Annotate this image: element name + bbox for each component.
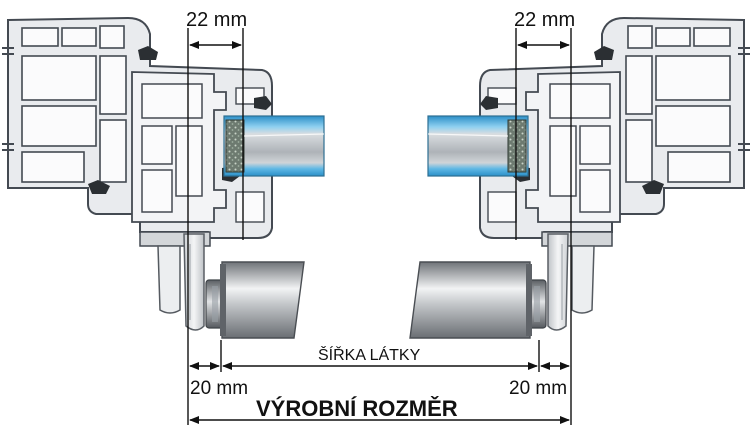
left-roller (205, 261, 305, 339)
bottom-right-dim-label: 20 mm (509, 378, 567, 399)
top-left-dim-label: 22 mm (186, 9, 247, 31)
top-right-dim-label: 22 mm (514, 9, 575, 31)
dimension-lines (187, 28, 572, 425)
right-roller (409, 261, 547, 339)
bottom-left-dim-label: 20 mm (190, 378, 248, 399)
production-size-label: VÝROBNÍ ROZMĚR (256, 396, 458, 421)
fabric-width-label: ŠÍŘKA LÁTKY (318, 345, 421, 364)
